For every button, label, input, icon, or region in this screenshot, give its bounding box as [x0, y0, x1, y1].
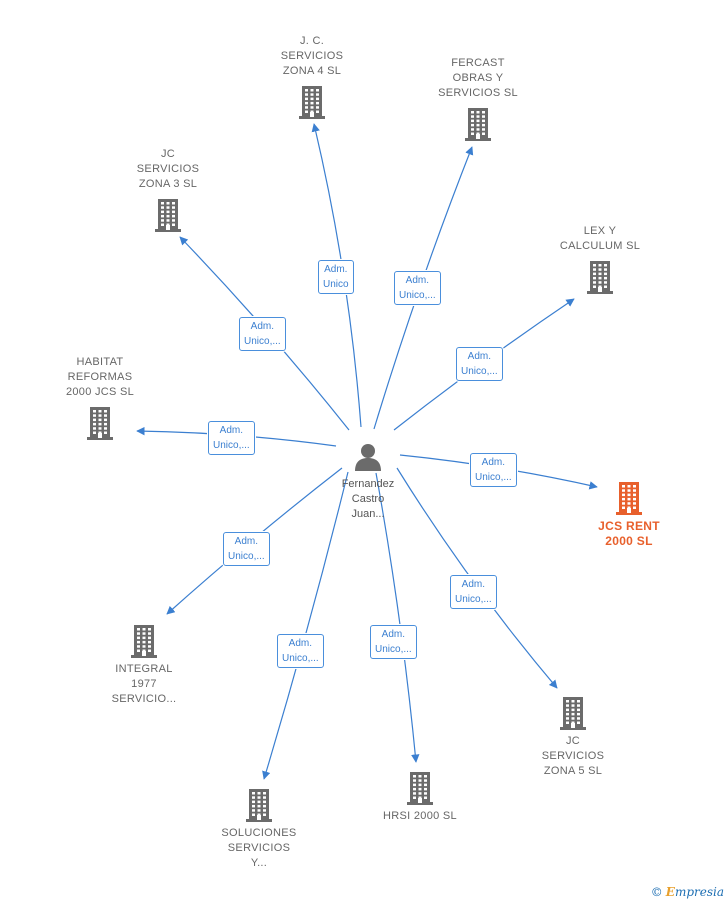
- relation-label-jc-zona5[interactable]: Adm. Unico,...: [450, 575, 497, 609]
- company-node-hrsi[interactable]: HRSI 2000 SL: [355, 771, 485, 824]
- building-icon: [131, 625, 157, 658]
- company-node-soluciones[interactable]: SOLUCIONES SERVICIOS Y...: [194, 788, 324, 871]
- building-icon: [87, 407, 113, 440]
- relation-label-jcs-rent[interactable]: Adm. Unico,...: [470, 453, 517, 487]
- relation-label-soluciones[interactable]: Adm. Unico,...: [277, 634, 324, 668]
- relation-label-fercast[interactable]: Adm. Unico,...: [394, 271, 441, 305]
- company-name[interactable]: JCS RENT 2000 SL: [598, 519, 660, 548]
- relation-label-lex-y-calculum[interactable]: Adm. Unico,...: [456, 347, 503, 381]
- empresia-logo: ©Empresia: [650, 885, 724, 899]
- company-node-integral[interactable]: INTEGRAL 1977 SERVICIO...: [79, 624, 209, 707]
- building-icon: [246, 789, 272, 822]
- company-node-jc-zona4[interactable]: J. C. SERVICIOS ZONA 4 SL: [247, 34, 377, 119]
- company-name[interactable]: FERCAST OBRAS Y SERVICIOS SL: [438, 57, 518, 99]
- company-name[interactable]: JC SERVICIOS ZONA 3 SL: [136, 148, 200, 190]
- relation-label-jc-zona3[interactable]: Adm. Unico,...: [239, 317, 286, 351]
- building-icon: [616, 482, 642, 515]
- relation-edge-hrsi: [375, 472, 420, 763]
- relation-label-hrsi[interactable]: Adm. Unico,...: [370, 625, 417, 659]
- company-node-habitat[interactable]: HABITAT REFORMAS 2000 JCS SL: [35, 355, 165, 440]
- company-node-jc-zona3[interactable]: JC SERVICIOS ZONA 3 SL: [103, 147, 233, 232]
- relation-edge-soluciones: [262, 471, 349, 780]
- company-name[interactable]: JC SERVICIOS ZONA 5 SL: [541, 735, 605, 777]
- relation-label-jc-zona4[interactable]: Adm. Unico: [318, 260, 354, 294]
- building-icon: [407, 772, 433, 805]
- company-name[interactable]: J. C. SERVICIOS ZONA 4 SL: [280, 35, 344, 77]
- building-icon: [155, 199, 181, 232]
- building-icon: [299, 86, 325, 119]
- person-name: Fernandez Castro Juan...: [341, 478, 395, 520]
- company-name[interactable]: LEX Y CALCULUM SL: [559, 225, 641, 252]
- company-name[interactable]: HABITAT REFORMAS 2000 JCS SL: [65, 356, 135, 398]
- building-icon: [465, 108, 491, 141]
- company-name[interactable]: SOLUCIONES SERVICIOS Y...: [221, 827, 297, 869]
- company-name[interactable]: INTEGRAL 1977 SERVICIO...: [111, 663, 177, 705]
- company-name[interactable]: HRSI 2000 SL: [383, 810, 457, 822]
- building-icon: [587, 261, 613, 294]
- relation-label-integral[interactable]: Adm. Unico,...: [223, 532, 270, 566]
- company-node-jcs-rent[interactable]: JCS RENT 2000 SL: [564, 481, 694, 549]
- person-node[interactable]: Fernandez Castro Juan...: [318, 442, 418, 522]
- company-node-jc-zona5[interactable]: JC SERVICIOS ZONA 5 SL: [508, 696, 638, 779]
- company-node-lex-y-calculum[interactable]: LEX Y CALCULUM SL: [535, 224, 665, 294]
- company-node-fercast[interactable]: FERCAST OBRAS Y SERVICIOS SL: [413, 56, 543, 141]
- relation-label-habitat[interactable]: Adm. Unico,...: [208, 421, 255, 455]
- person-icon: [355, 444, 381, 471]
- building-icon: [560, 697, 586, 730]
